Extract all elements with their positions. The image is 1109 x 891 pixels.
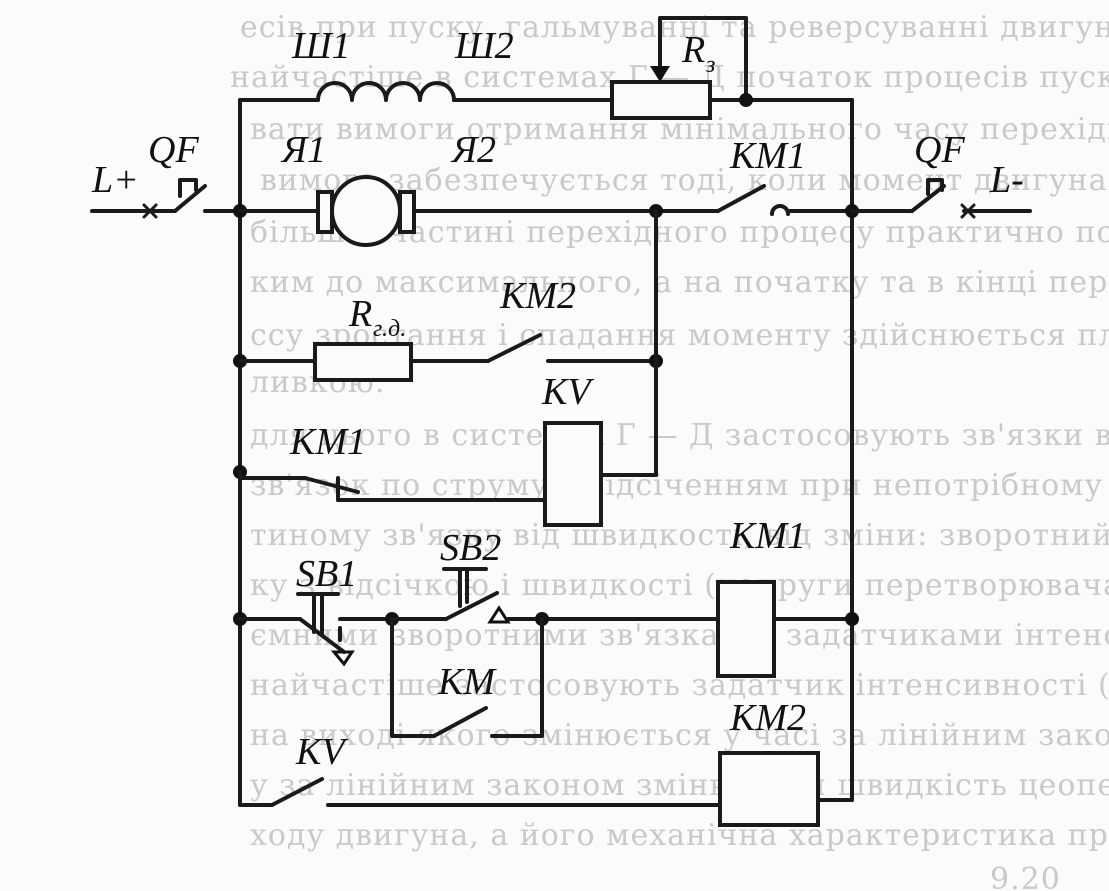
sh2-label: Ш2 — [454, 25, 514, 67]
bg-line: есів при пуску, гальмуванні та реверсува… — [240, 10, 1109, 45]
qf-right-breaker-icon — [910, 178, 946, 213]
main-power-row — [90, 175, 1032, 247]
bg-line: ку з відсічкою і швидкості (напруги пере… — [250, 568, 1109, 603]
km1-contact-label: KM1 — [729, 135, 806, 177]
bg-line: для цього в системах Г — Д застосовують … — [250, 418, 1109, 453]
field-winding-coil — [316, 81, 456, 102]
resistor-rgd — [313, 342, 413, 382]
sb1-stop-button-icon — [296, 592, 355, 667]
l-minus-terminal-icon — [960, 203, 976, 219]
bg-line: тиному зв'язку від швидкості, від зміни:… — [250, 518, 1109, 553]
qf-right-label: QF — [914, 129, 965, 171]
km1-main-contact-icon — [716, 184, 790, 216]
km1-nc-contact-label: KM1 — [289, 421, 366, 463]
sb2-label: SB2 — [440, 527, 501, 569]
kv-contact-icon — [270, 777, 324, 807]
bg-line: 9.20 — [990, 862, 1061, 891]
km-holding-contact-icon — [432, 706, 488, 738]
km1-coil-row — [233, 567, 859, 738]
r3-label: R — [681, 29, 705, 71]
bg-line: ким до максимального, а на початку та в … — [250, 265, 1109, 300]
rheostat-arrow — [650, 66, 670, 82]
qf-left-label: QF — [148, 129, 199, 171]
kv-coil-label: KV — [541, 371, 594, 413]
km2-coil — [718, 751, 820, 827]
rgd-label: R — [348, 293, 372, 335]
km2-coil-row — [238, 751, 854, 827]
kv-contact-label: KV — [295, 731, 348, 773]
l-minus-label: L- — [989, 159, 1024, 201]
qf-left-breaker-icon — [148, 178, 242, 213]
l-plus-label: L+ — [91, 159, 139, 201]
km-contact-label: KM — [437, 661, 497, 703]
braking-resistor-row — [233, 209, 663, 477]
sb2-start-button-icon — [442, 567, 511, 624]
bg-line: у за лінійним законом змінюється швидкіс… — [250, 768, 1109, 803]
rheostat-wiper — [658, 16, 748, 102]
km1-nc-contact-icon — [303, 476, 360, 502]
r3-subscript: з — [705, 52, 715, 78]
ya2-label: Я2 — [450, 129, 496, 171]
sh1-label: Ш1 — [291, 25, 351, 67]
bg-line: зв'язок по струму з відсіченням при непо… — [250, 468, 1109, 503]
km2-coil-label: KM2 — [729, 697, 806, 739]
junction-node — [739, 93, 753, 107]
kv-coil-row — [233, 421, 658, 527]
field-winding-row — [238, 16, 854, 120]
km1-coil-label: KM1 — [729, 515, 806, 557]
ya1-label: Я1 — [280, 129, 326, 171]
motor-armature-icon — [316, 175, 416, 247]
bg-line: ходу двигуна, а його механічна характери… — [250, 818, 1109, 853]
rgd-subscript: г.д. — [373, 316, 406, 342]
km2-contact-icon — [486, 333, 542, 363]
km1-coil — [716, 580, 776, 678]
rheostat-r3 — [610, 80, 712, 120]
kv-coil — [543, 421, 603, 527]
sb1-label: SB1 — [296, 553, 357, 595]
km2-contact-label: KM2 — [499, 275, 576, 317]
